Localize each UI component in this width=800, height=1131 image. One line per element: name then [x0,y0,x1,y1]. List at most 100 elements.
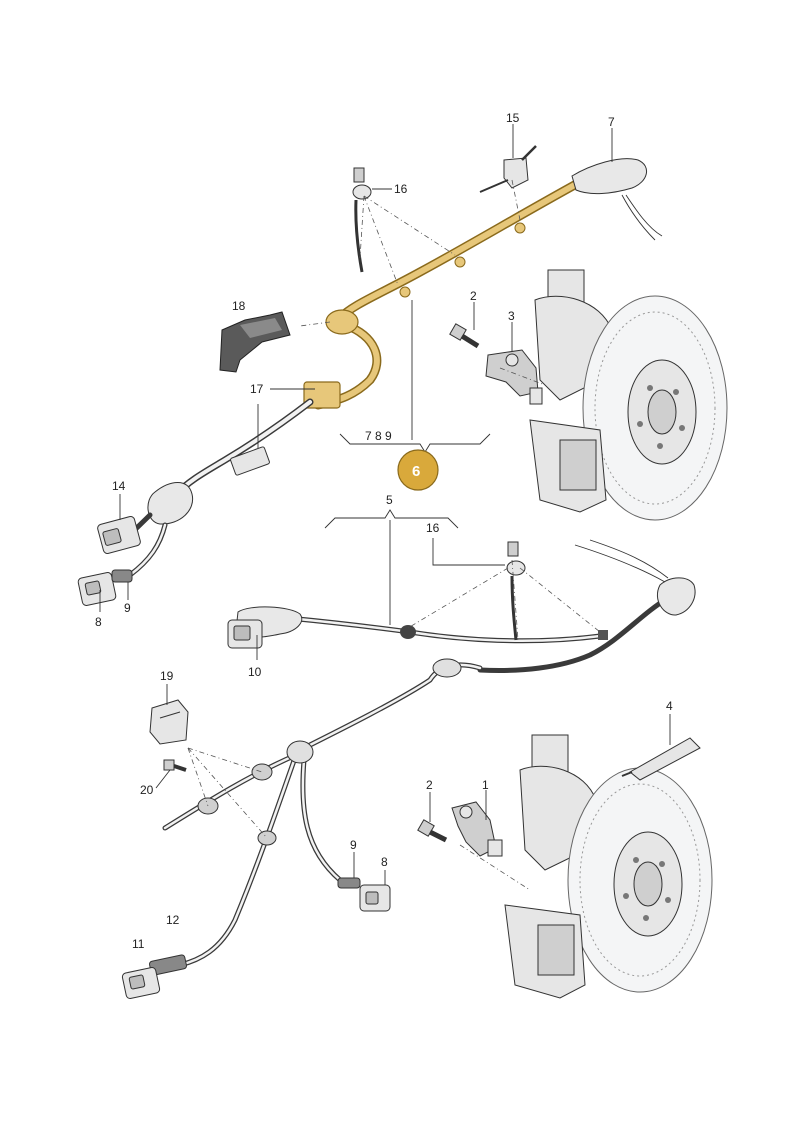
harness-6-grommet [325,309,359,335]
bracket-18 [219,311,291,373]
clip-15-pin [479,179,509,193]
bolt-2-lower [417,819,448,843]
connector-14 [97,515,141,555]
callout-badge-6 [397,449,439,491]
label-17: 17 [250,382,264,396]
cable-5-end-boot [656,577,696,616]
part-labels: 15 7 16 18 2 3 17 7 8 9 6 1 4 8 9 5 16 10… [95,111,673,951]
clip-16-lower-body [506,560,526,576]
label-11: 11 [132,937,145,951]
upper-wheel-hub-assembly [529,269,728,521]
label-8-upper: 8 [95,615,102,629]
bolt-2-upper [449,323,480,349]
clip-15 [479,145,537,193]
clip-15-tab [521,145,537,161]
connector-7-wire-a [621,194,656,241]
upper-caliper-body [559,439,597,491]
label-12: 12 [166,913,180,927]
upper-bolt-hole-5 [637,421,643,427]
cable-assembly-5 [227,539,696,673]
connector-8-upper-socket [84,580,102,596]
sleeve-9-upper [111,569,133,583]
connector-11-socket [128,974,146,990]
lower-bolt-hole-5 [623,893,629,899]
sleeve-9-lower [337,877,361,889]
lower-bolt-hole-4 [643,915,649,921]
lower-harness-sleeve [432,658,462,678]
label-5: 5 [386,493,393,507]
harness-clip-mid [230,446,270,476]
upper-speed-sensor [449,323,543,405]
upper-hub-center [647,389,677,435]
cable-5-grommet [400,625,416,639]
label-3: 3 [508,309,515,323]
speed-sensor-3 [485,349,539,397]
label-8-lower: 8 [381,855,388,869]
lower-bolt-hole-1 [633,857,639,863]
lower-grommet-a [251,763,273,781]
label-7: 7 [608,115,615,129]
lower-hub-center [633,861,663,907]
label-18: 18 [232,299,246,313]
upper-bolt-hole-4 [657,443,663,449]
harness-split-boot [147,482,194,525]
dashed-reference-lines [187,179,601,891]
clip-16-lower-stem [510,575,518,641]
connector-8-lower-socket [365,891,379,905]
upper-bolt-hole-3 [679,425,685,431]
lower-bolt-hole-3 [665,897,671,903]
upper-disc-vents [594,311,716,505]
connector-14-socket [102,528,122,546]
bracket-19-body [149,699,189,745]
label-4: 4 [666,699,673,713]
label-2-lower: 2 [426,778,433,792]
lower-harness [121,658,483,1000]
label-20: 20 [140,783,154,797]
bolt-20 [163,759,187,772]
lower-wheel-hub-assembly [504,734,713,999]
harness-6-clip-a [399,286,411,298]
label-1: 1 [482,778,489,792]
lower-disc-vents [579,783,701,977]
sensor-connector-7 [571,158,663,241]
bracket-18-body [219,311,291,373]
label-10: 10 [248,665,262,679]
label-9-lower: 9 [350,838,357,852]
connector-7-wire-b [625,194,663,237]
grease-tube-4-nozzle [621,771,633,777]
connector-10-socket [233,625,251,641]
label-9-upper: 9 [124,601,131,615]
lower-grommet-c [257,830,277,846]
upper-bolt-hole-2 [673,389,679,395]
speed-sensor-1-tip [487,839,503,857]
clip-16-lower [506,541,526,641]
label-16-lower: 16 [426,521,440,535]
harness-6-clip-c [514,222,526,234]
harness-6-clip-b [454,256,466,268]
lower-bolt-hole-2 [659,861,665,867]
label-19: 19 [160,669,174,683]
clip-16-upper-head [353,167,365,183]
label-7-8-9: 7 8 9 [365,429,392,443]
clip-16-upper-stem [354,199,364,273]
label-6: 6 [412,463,420,480]
clip-16-lower-head [507,541,519,557]
clip-16-upper [352,167,372,273]
label-15: 15 [506,111,520,125]
clip-16-upper-body [352,184,372,200]
bracket-19 [149,699,189,745]
upper-bolt-hole-1 [647,385,653,391]
cable-5-clip [598,630,608,640]
grease-tube-4-body [629,737,701,781]
grease-tube-4 [621,737,701,781]
lower-harness-junction [286,740,314,764]
label-16-upper: 16 [394,182,408,196]
speed-sensor-3-eyelet [505,353,519,367]
speed-sensor-1-eyelet [459,805,473,819]
connector-7-body [571,158,647,195]
lower-speed-sensor [417,801,503,857]
speed-sensor-3-tip [529,387,543,405]
label-2-upper: 2 [470,289,477,303]
clip-15-body [503,157,529,189]
